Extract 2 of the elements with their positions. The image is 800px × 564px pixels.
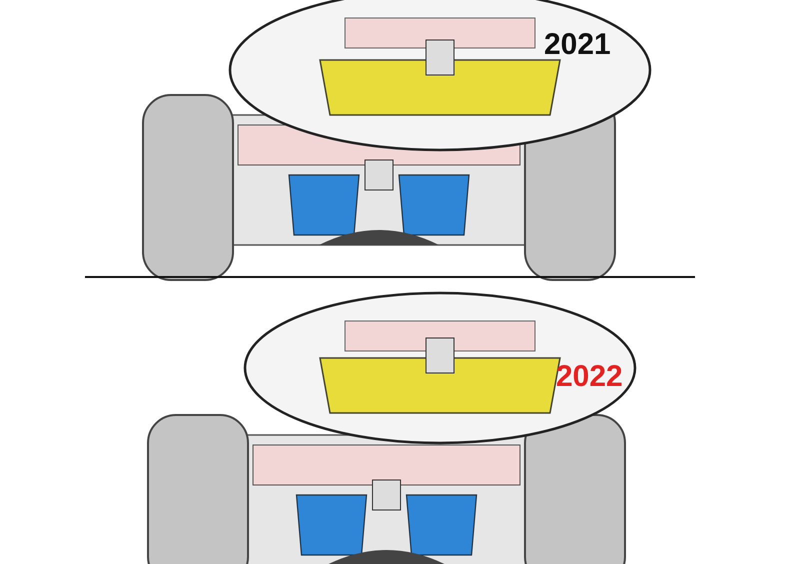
year-label: 2022 [556, 360, 623, 394]
year-label: 2021 [544, 28, 611, 62]
